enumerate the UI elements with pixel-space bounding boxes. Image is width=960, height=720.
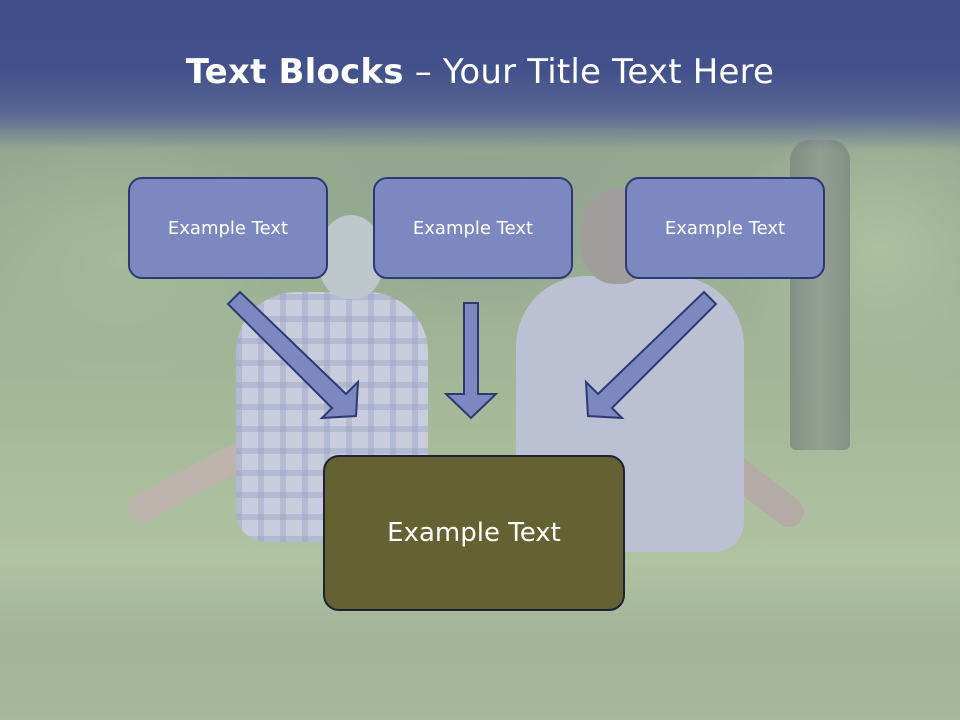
- text-box-top-center-label: Example Text: [412, 217, 534, 239]
- text-box-bottom[interactable]: Example Text: [323, 455, 625, 611]
- slide-title[interactable]: Text Blocks – Your Title Text Here: [0, 52, 960, 92]
- text-box-top-right[interactable]: Example Text: [625, 177, 825, 279]
- text-box-top-center[interactable]: Example Text: [373, 177, 573, 279]
- text-box-top-right-label: Example Text: [664, 217, 786, 239]
- text-box-top-left[interactable]: Example Text: [128, 177, 328, 279]
- title-rest-part: Your Title Text Here: [442, 52, 775, 92]
- title-dash: –: [403, 52, 443, 92]
- text-box-top-left-label: Example Text: [167, 217, 289, 239]
- title-bold-part: Text Blocks: [185, 52, 404, 92]
- title-band: [0, 0, 960, 150]
- text-box-bottom-label: Example Text: [387, 518, 561, 548]
